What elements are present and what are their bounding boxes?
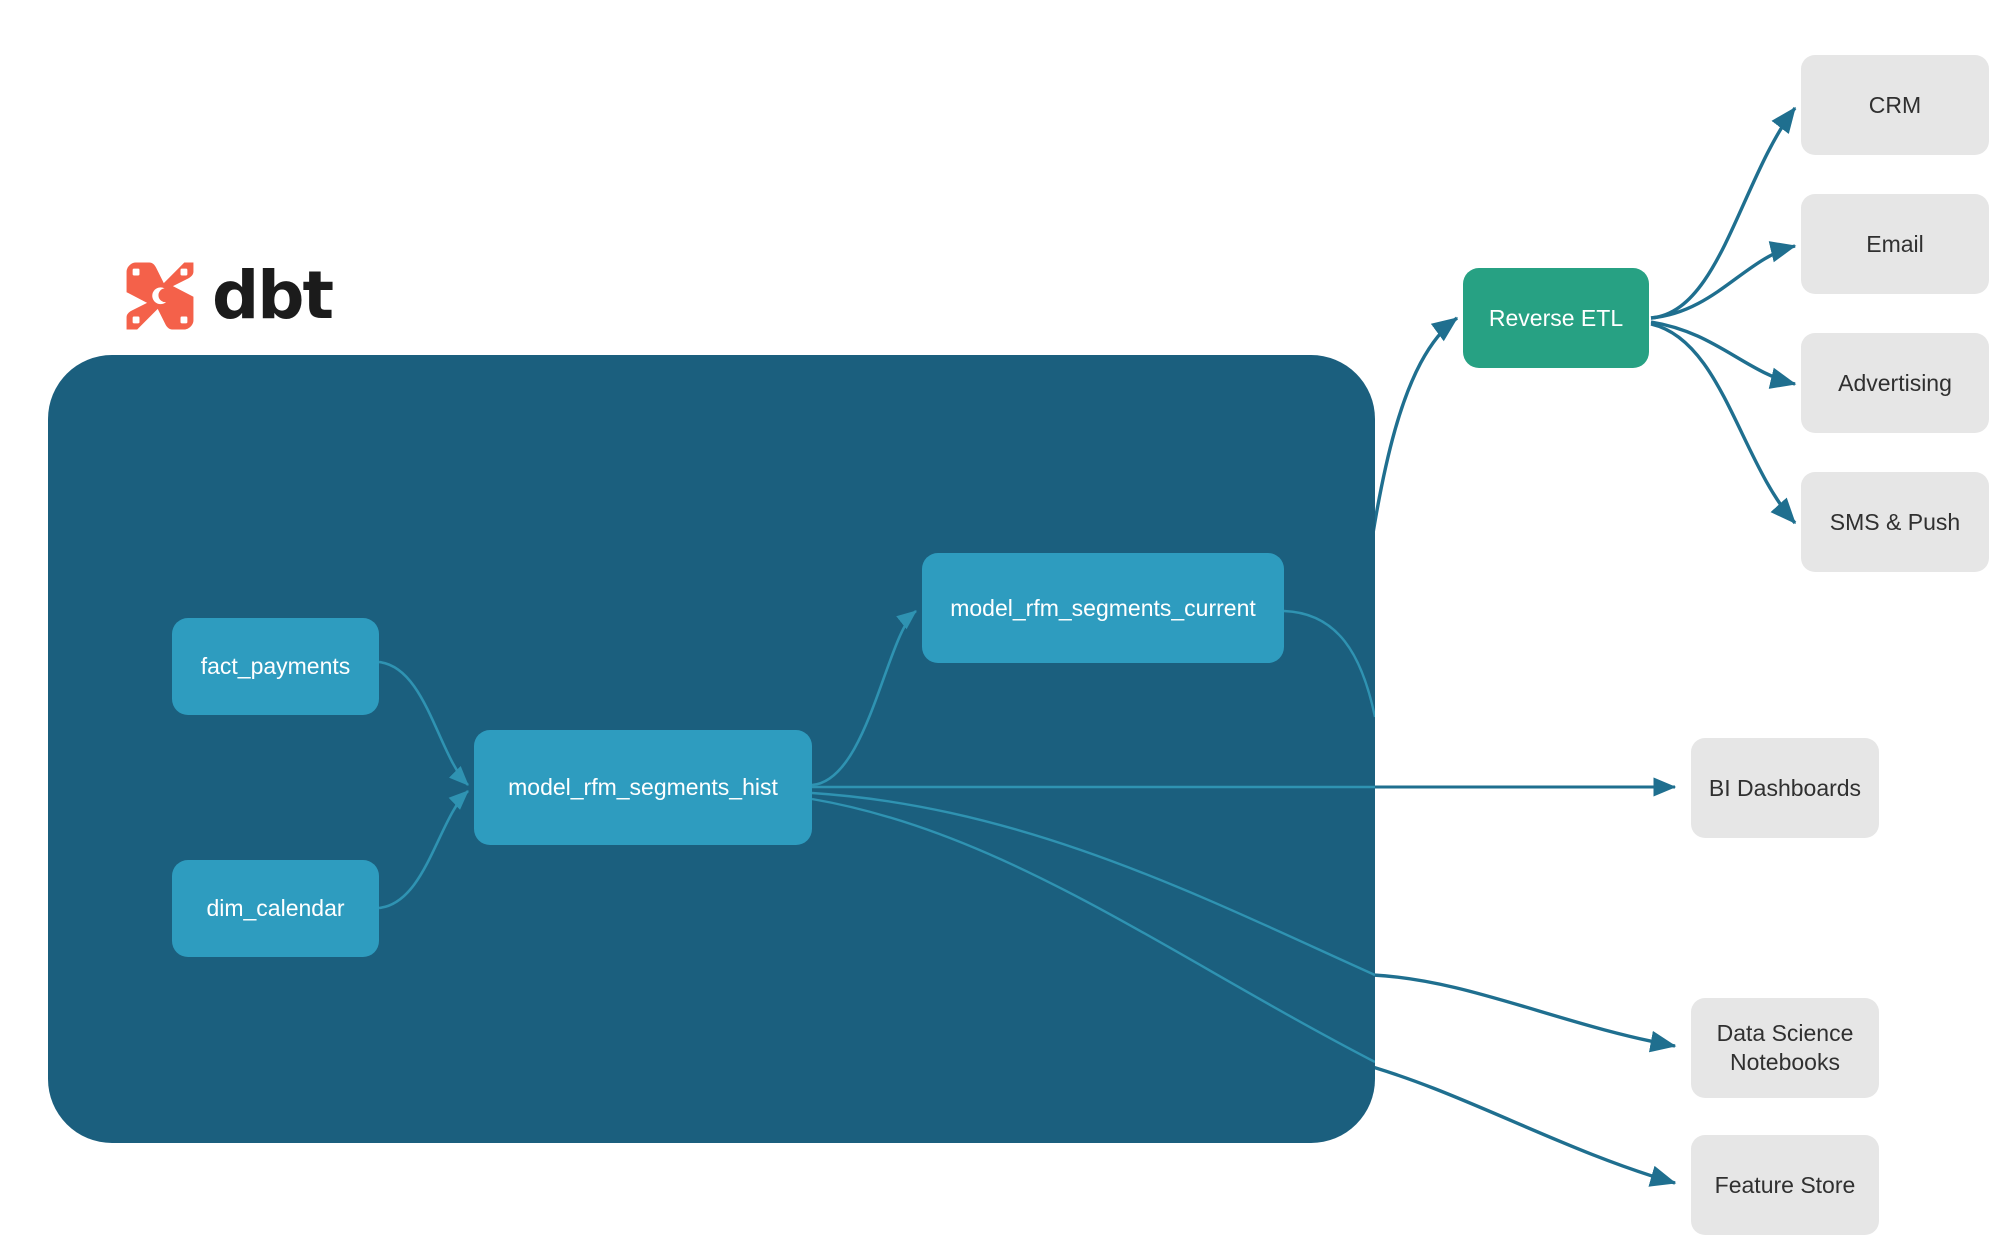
edge-hist-to-ds-notebooks bbox=[1372, 973, 1677, 1053]
destination-node-email[interactable]: Email bbox=[1801, 194, 1989, 294]
edge-reverse-etl-to-sms-push bbox=[1650, 322, 1797, 525]
node-label: CRM bbox=[1868, 91, 1922, 118]
edge-current-exit-retl bbox=[1283, 609, 1375, 718]
model-node-dim-calendar[interactable]: dim_calendar bbox=[172, 860, 379, 957]
model-node-fact-payments[interactable]: fact_payments bbox=[172, 618, 379, 715]
node-label: Data Science Notebooks bbox=[1716, 1020, 1854, 1075]
edge-hist-to-current bbox=[811, 609, 917, 787]
edge-reverse-etl-to-advertising bbox=[1650, 320, 1797, 389]
node-label: model_rfm_segments_current bbox=[950, 594, 1256, 621]
consumer-node-data-science-notebooks[interactable]: Data Science Notebooks bbox=[1691, 998, 1879, 1098]
dbt-wordmark: dbt bbox=[212, 257, 334, 334]
dbt-logo: dbt bbox=[122, 257, 334, 334]
node-label: fact_payments bbox=[200, 653, 351, 680]
destination-node-crm[interactable]: CRM bbox=[1801, 55, 1989, 155]
consumer-node-bi-dashboards[interactable]: BI Dashboards bbox=[1691, 738, 1879, 838]
node-label: model_rfm_segments_hist bbox=[508, 774, 778, 801]
node-label: Reverse ETL bbox=[1488, 304, 1624, 331]
edge-dim-calendar-to-hist bbox=[378, 790, 469, 910]
edge-fact-payments-to-hist bbox=[378, 660, 469, 786]
edge-hist-to-feature-store bbox=[1354, 1060, 1677, 1187]
node-label: BI Dashboards bbox=[1708, 774, 1862, 801]
node-label: SMS & Push bbox=[1829, 508, 1961, 535]
node-label: Advertising bbox=[1838, 369, 1952, 396]
node-label: Feature Store bbox=[1714, 1171, 1856, 1198]
model-node-model-rfm-segments-hist[interactable]: model_rfm_segments_hist bbox=[474, 730, 812, 845]
edge-hist-exit-ds bbox=[811, 791, 1375, 977]
destination-node-sms-push[interactable]: SMS & Push bbox=[1801, 472, 1989, 572]
edge-hist-exit-fs bbox=[811, 797, 1375, 1064]
edge-reverse-etl-to-email bbox=[1650, 241, 1797, 320]
dbt-x-mark-icon bbox=[126, 262, 194, 330]
edge-current-to-reverse-etl bbox=[1360, 316, 1459, 606]
reverse-etl-node[interactable]: Reverse ETL bbox=[1463, 268, 1649, 368]
node-label: dim_calendar bbox=[206, 895, 345, 922]
model-node-model-rfm-segments-current[interactable]: model_rfm_segments_current bbox=[922, 553, 1284, 663]
destination-node-advertising[interactable]: Advertising bbox=[1801, 333, 1989, 433]
internal-edges-layer bbox=[378, 609, 1375, 1064]
consumer-node-feature-store[interactable]: Feature Store bbox=[1691, 1135, 1879, 1235]
edge-reverse-etl-to-crm bbox=[1650, 106, 1797, 320]
node-label: Email bbox=[1866, 230, 1924, 257]
